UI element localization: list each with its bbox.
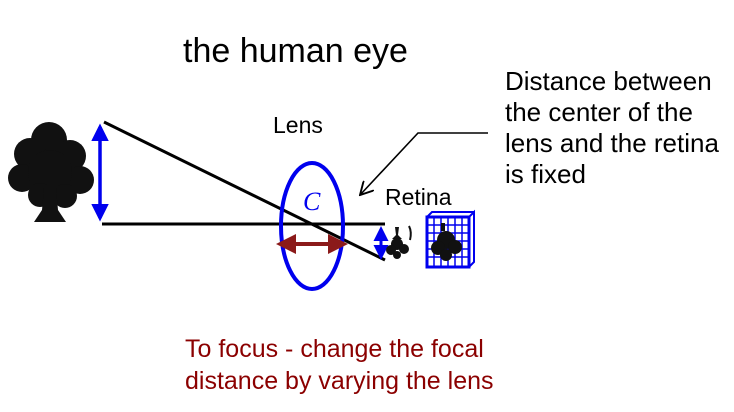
retina-grid-icon xyxy=(425,209,475,269)
inverted-tree-icon xyxy=(386,225,412,259)
lens-center-label: C xyxy=(303,187,321,216)
page-title: the human eye xyxy=(183,32,408,70)
note-pointer-arrow xyxy=(360,132,488,195)
tree-icon xyxy=(8,122,94,222)
lens-ellipse xyxy=(279,161,345,291)
focus-caption: To focus - change the focal distance by … xyxy=(185,335,494,395)
retina-label: Retina xyxy=(385,184,452,210)
fixed-distance-note: Distance between the center of the lens … xyxy=(505,66,719,189)
lens-label: Lens xyxy=(273,112,323,138)
